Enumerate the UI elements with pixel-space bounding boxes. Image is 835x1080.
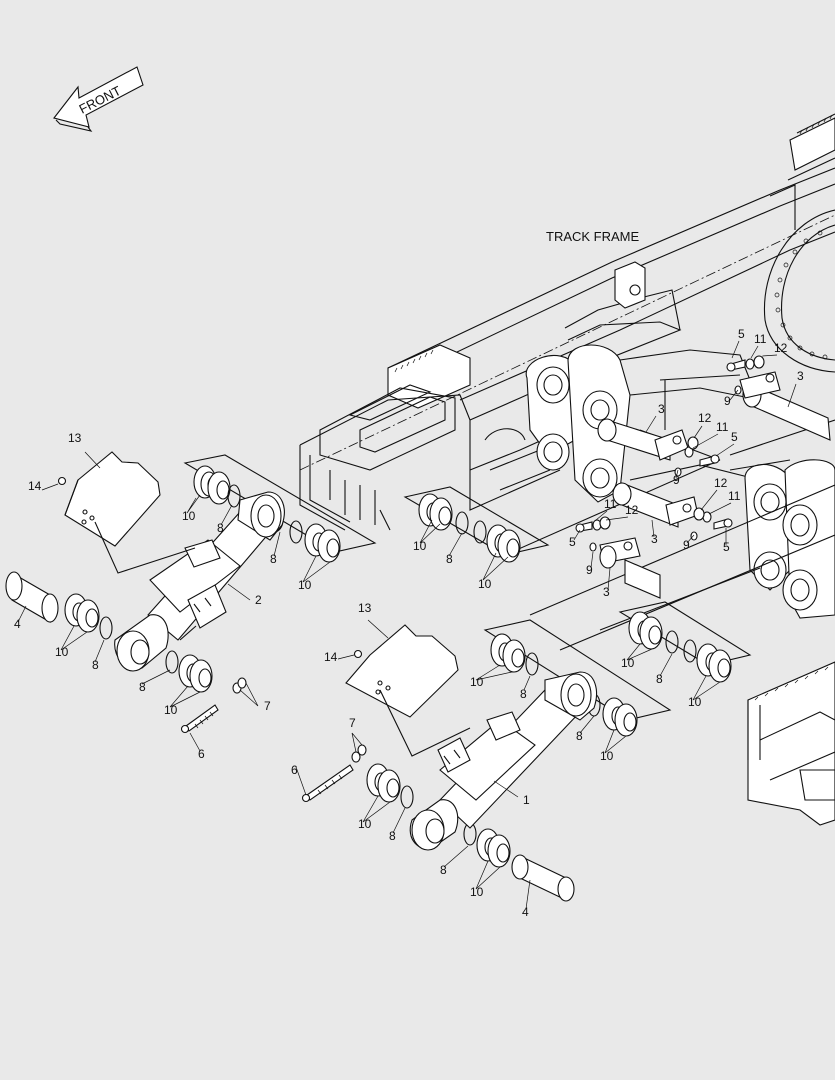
cylinder-2	[114, 491, 285, 672]
callout-12: 12	[774, 341, 788, 355]
callout-8: 8	[520, 687, 527, 701]
callout-4: 4	[14, 617, 21, 631]
seal-stack-h	[165, 650, 213, 693]
callout-14: 14	[28, 479, 42, 493]
seal-stack-g	[64, 593, 113, 640]
callout-10: 10	[55, 645, 69, 659]
track-frame-label: TRACK FRAME	[546, 229, 640, 244]
callout-8: 8	[656, 672, 663, 686]
callout-10: 10	[164, 703, 178, 717]
callout-4: 4	[522, 905, 529, 919]
pin-4-left	[5, 571, 59, 623]
callout-10: 10	[470, 885, 484, 899]
callout-1: 1	[523, 793, 530, 807]
callout-13: 13	[68, 431, 82, 445]
callout-8: 8	[440, 863, 447, 877]
callout-9: 9	[673, 473, 680, 487]
seal-stack-j	[463, 822, 511, 868]
callout-12: 12	[714, 476, 728, 490]
cover-plate-13-left	[57, 451, 196, 574]
callout-3: 3	[658, 402, 665, 416]
callout-10: 10	[182, 509, 196, 523]
callout-7: 7	[264, 699, 271, 713]
callout-6: 6	[198, 747, 205, 761]
callout-8: 8	[270, 552, 277, 566]
callout-10: 10	[358, 817, 372, 831]
callout-12: 12	[625, 503, 639, 517]
seal-stack-c	[418, 493, 521, 563]
seal-stack-i	[366, 763, 414, 809]
callout-13: 13	[358, 601, 372, 615]
callout-10: 10	[688, 695, 702, 709]
seal-stack-a	[193, 465, 241, 508]
callout-11: 11	[728, 489, 741, 503]
callout-8: 8	[389, 829, 396, 843]
front-arrow: FRONT	[53, 66, 144, 132]
callout-3: 3	[651, 532, 658, 546]
seal-stack-d	[490, 633, 539, 676]
pin-3-lower-left	[599, 537, 661, 599]
seal-panels	[183, 454, 752, 721]
callout-11: 11	[604, 497, 617, 511]
callout-11: 11	[754, 332, 767, 346]
callout-8: 8	[217, 521, 224, 535]
callout-14: 14	[324, 650, 338, 664]
callout-9: 9	[586, 563, 593, 577]
callout-9: 9	[683, 538, 690, 552]
callout-5: 5	[738, 327, 745, 341]
callout-5: 5	[731, 430, 738, 444]
callout-10: 10	[478, 577, 492, 591]
callout-5: 5	[569, 535, 576, 549]
cylinder-1	[409, 671, 598, 851]
callout-5: 5	[723, 540, 730, 554]
callout-8: 8	[446, 552, 453, 566]
callout-11: 11	[716, 420, 729, 434]
callout-8: 8	[92, 658, 99, 672]
callout-8: 8	[576, 729, 583, 743]
pin-3-upper-middle	[597, 418, 689, 461]
pin-3-lower-middle	[612, 482, 699, 528]
callout-10: 10	[413, 539, 427, 553]
cover-plate-13-right	[345, 624, 471, 757]
callout-7: 7	[349, 716, 356, 730]
pin-3-upper-right	[739, 371, 831, 441]
seal-stack-f	[628, 611, 732, 683]
bolt-6-left	[180, 677, 247, 734]
callout-3: 3	[603, 585, 610, 599]
callout-12: 12	[698, 411, 712, 425]
callout-10: 10	[470, 675, 484, 689]
leader-lines	[17, 340, 797, 910]
bolt-6-right	[301, 744, 367, 803]
seal-stack-e	[587, 693, 638, 737]
callout-8: 8	[139, 680, 146, 694]
callout-9: 9	[724, 394, 731, 408]
track-frame	[299, 113, 835, 826]
callout-10: 10	[600, 749, 614, 763]
pin-4-right	[511, 854, 575, 902]
callout-10: 10	[298, 578, 312, 592]
callout-2: 2	[255, 593, 262, 607]
callout-3: 3	[797, 369, 804, 383]
callout-6: 6	[291, 763, 298, 777]
callout-10: 10	[621, 656, 635, 670]
